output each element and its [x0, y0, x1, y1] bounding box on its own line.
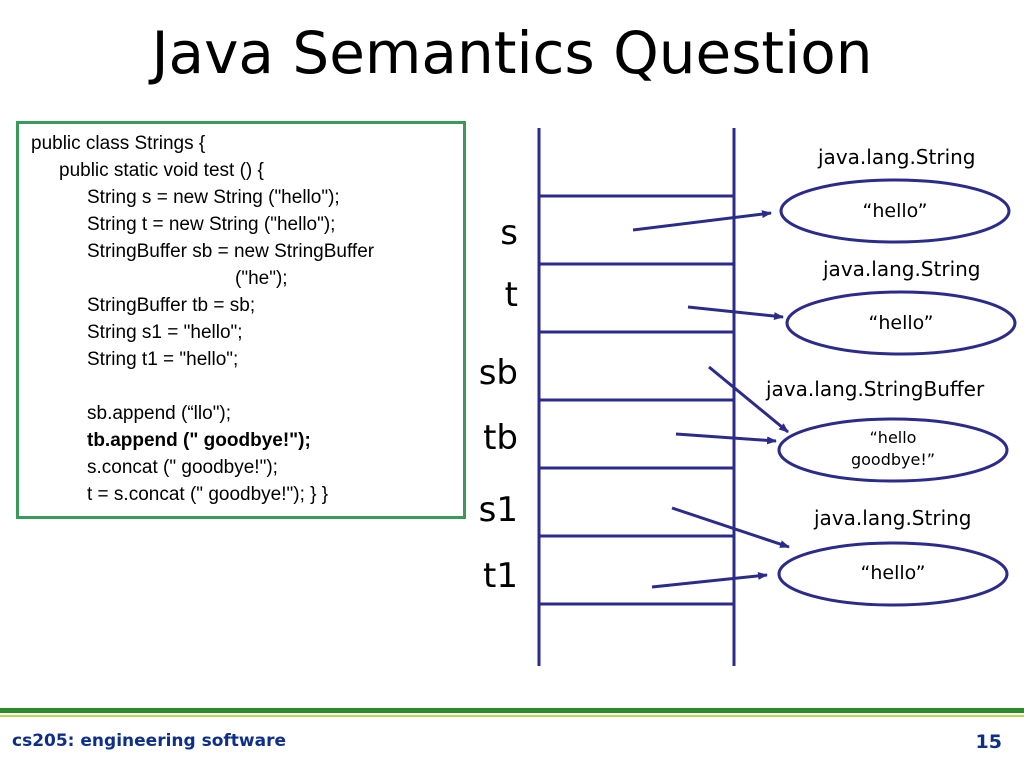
- reference-arrow-t: [687, 305, 784, 321]
- heap-type-label: java.lang.String: [814, 506, 972, 530]
- stack-var-label-tb: tb: [483, 418, 518, 458]
- stack-var-label-sb: sb: [478, 353, 518, 393]
- slide-number: 15: [975, 731, 1002, 753]
- stack-var-label-s: s: [500, 213, 518, 253]
- code-line: String t = new String ("hello");: [87, 214, 336, 235]
- heap-type-label: java.lang.String: [823, 257, 981, 281]
- slide-title: Java Semantics Question: [151, 19, 873, 87]
- footer-divider-accent: [0, 715, 1024, 717]
- course-name: cs205: engineering software: [12, 731, 287, 751]
- code-line-highlighted: tb.append (" goodbye!");: [87, 430, 311, 451]
- heap-type-label: java.lang.StringBuffer: [766, 377, 985, 401]
- stack-var-label-t: t: [504, 275, 518, 315]
- code-line: String s = new String ("hello");: [87, 187, 340, 208]
- code-line: String t1 = "hello";: [87, 349, 239, 370]
- code-line: public class Strings {: [31, 133, 206, 154]
- reference-arrow-tb: [675, 432, 777, 445]
- code-line: sb.append (“llo");: [87, 403, 232, 424]
- stack-var-label-s1: s1: [478, 490, 518, 530]
- stack-var-label-t1: t1: [483, 556, 518, 596]
- reference-arrow-sb: [708, 365, 789, 434]
- heap-object-ellipse: [777, 417, 1009, 483]
- heap-object-ellipse: [779, 178, 1011, 244]
- code-line: StringBuffer tb = sb;: [87, 295, 256, 316]
- heap-object-value: “hello”: [868, 312, 934, 334]
- code-line: String s1 = "hello";: [87, 322, 243, 343]
- heap-type-label: java.lang.String: [818, 145, 976, 169]
- heap-object-value: “hello goodbye!”: [850, 428, 936, 469]
- code-line: public static void test () {: [59, 160, 264, 181]
- heap-object-ellipse: [785, 290, 1017, 356]
- code-box: public class Strings { public static voi…: [16, 121, 466, 519]
- code-line: StringBuffer sb = new StringBuffer: [87, 241, 375, 262]
- heap-object-value: “hello”: [862, 200, 928, 222]
- reference-arrow-t1: [651, 571, 768, 589]
- memory-diagram: [537, 128, 1017, 666]
- code-line: t = s.concat (" goodbye!"); } }: [87, 484, 329, 505]
- heap-object-ellipse: [777, 541, 1009, 607]
- code-line: s.concat (" goodbye!");: [87, 457, 278, 478]
- footer-divider: [0, 708, 1024, 713]
- code-line: ("he");: [235, 268, 288, 289]
- heap-object-value: “hello”: [860, 562, 926, 584]
- reference-arrow-s1: [671, 506, 790, 549]
- reference-arrow-s: [632, 210, 772, 232]
